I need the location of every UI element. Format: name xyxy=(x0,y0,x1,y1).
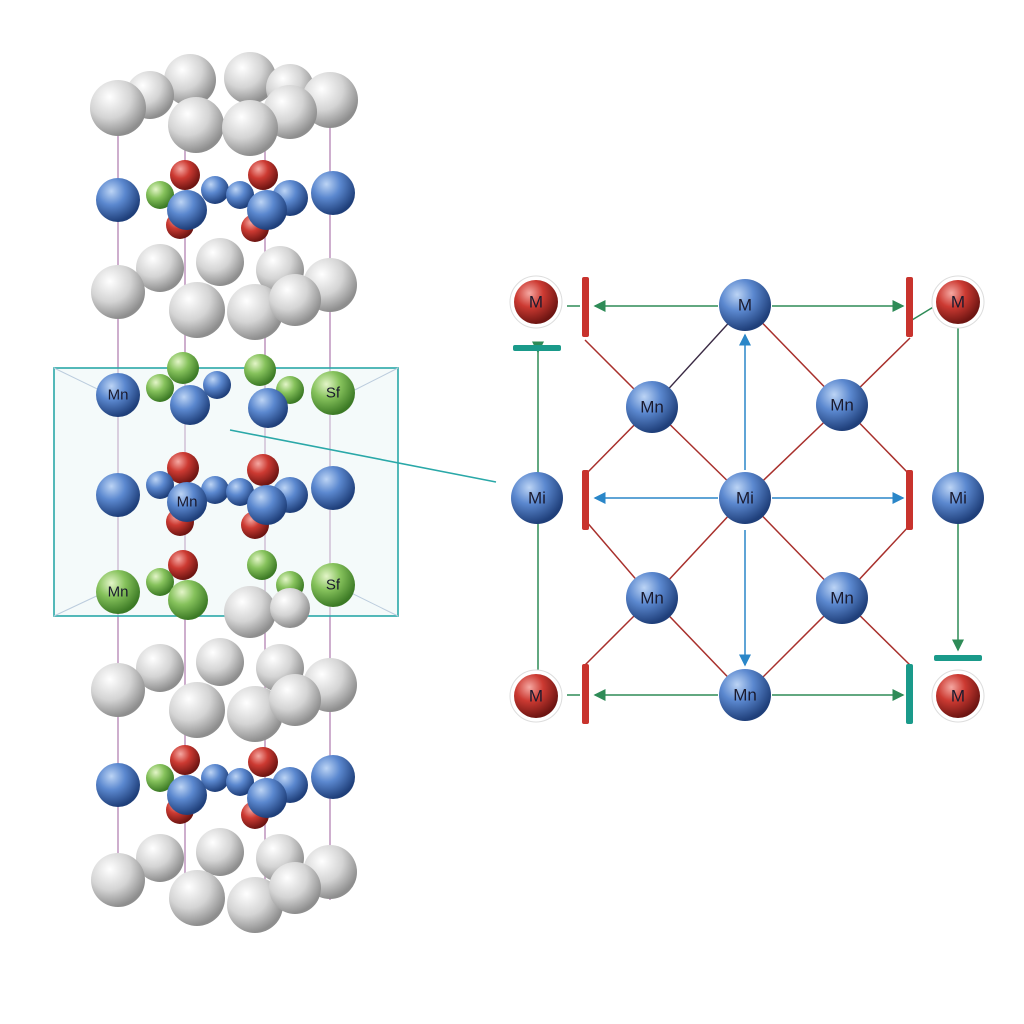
atom-label-corner-br: M xyxy=(951,687,965,706)
zoom-connector-line xyxy=(229,429,497,483)
atom-label-left: Mi xyxy=(528,489,546,508)
blue-exchange-arrows xyxy=(593,333,905,667)
grey-atom-layer-bottom xyxy=(91,828,357,933)
atom-label-bottom: Mn xyxy=(733,686,757,705)
mn-se-layer-4 xyxy=(96,745,355,829)
atom-label-mn-3: Mn xyxy=(108,584,129,601)
mn-se-layer-1 xyxy=(96,160,355,242)
blue-lattice-atoms: M Mn Mn Mi Mi Mi Mn Mn Mn xyxy=(511,279,984,721)
teal-spacer-bars xyxy=(513,345,982,724)
grey-atom-layer-3 xyxy=(91,638,357,742)
atom-label-ll: Mn xyxy=(640,589,664,608)
atom-label-ul: Mn xyxy=(640,398,664,417)
slab-row-3: Mn Sf xyxy=(96,550,355,638)
grey-atom-layer-2 xyxy=(91,238,357,340)
atom-label-corner-tl: M xyxy=(529,293,543,312)
slab-row-1: Mn Sf xyxy=(96,352,355,428)
grey-atom-layer-top xyxy=(90,52,358,156)
atom-label-right: Mi xyxy=(949,489,967,508)
atom-label-mn: Mn xyxy=(108,387,129,404)
atom-label-center: Mi xyxy=(736,489,754,508)
atom-label-lr: Mn xyxy=(830,589,854,608)
atom-label-ur: Mn xyxy=(830,396,854,415)
atom-label-se: Sf xyxy=(326,385,341,402)
slab-row-2: Mn xyxy=(96,452,355,539)
red-corner-atoms: M M M M xyxy=(509,275,985,723)
atom-label-corner-tr: M xyxy=(951,293,965,312)
atom-label-mn-2: Mn xyxy=(177,494,198,511)
layered-crystal-model: Mn Sf Mn xyxy=(53,52,399,933)
red-spacer-bars xyxy=(582,277,913,724)
atom-label-top: M xyxy=(738,296,752,315)
magnetic-lattice-schematic: M M M M M Mn Mn Mi Mi Mi Mn Mn Mn xyxy=(509,275,985,724)
atom-label-corner-bl: M xyxy=(529,687,543,706)
atom-label-se-2: Sf xyxy=(326,577,341,594)
